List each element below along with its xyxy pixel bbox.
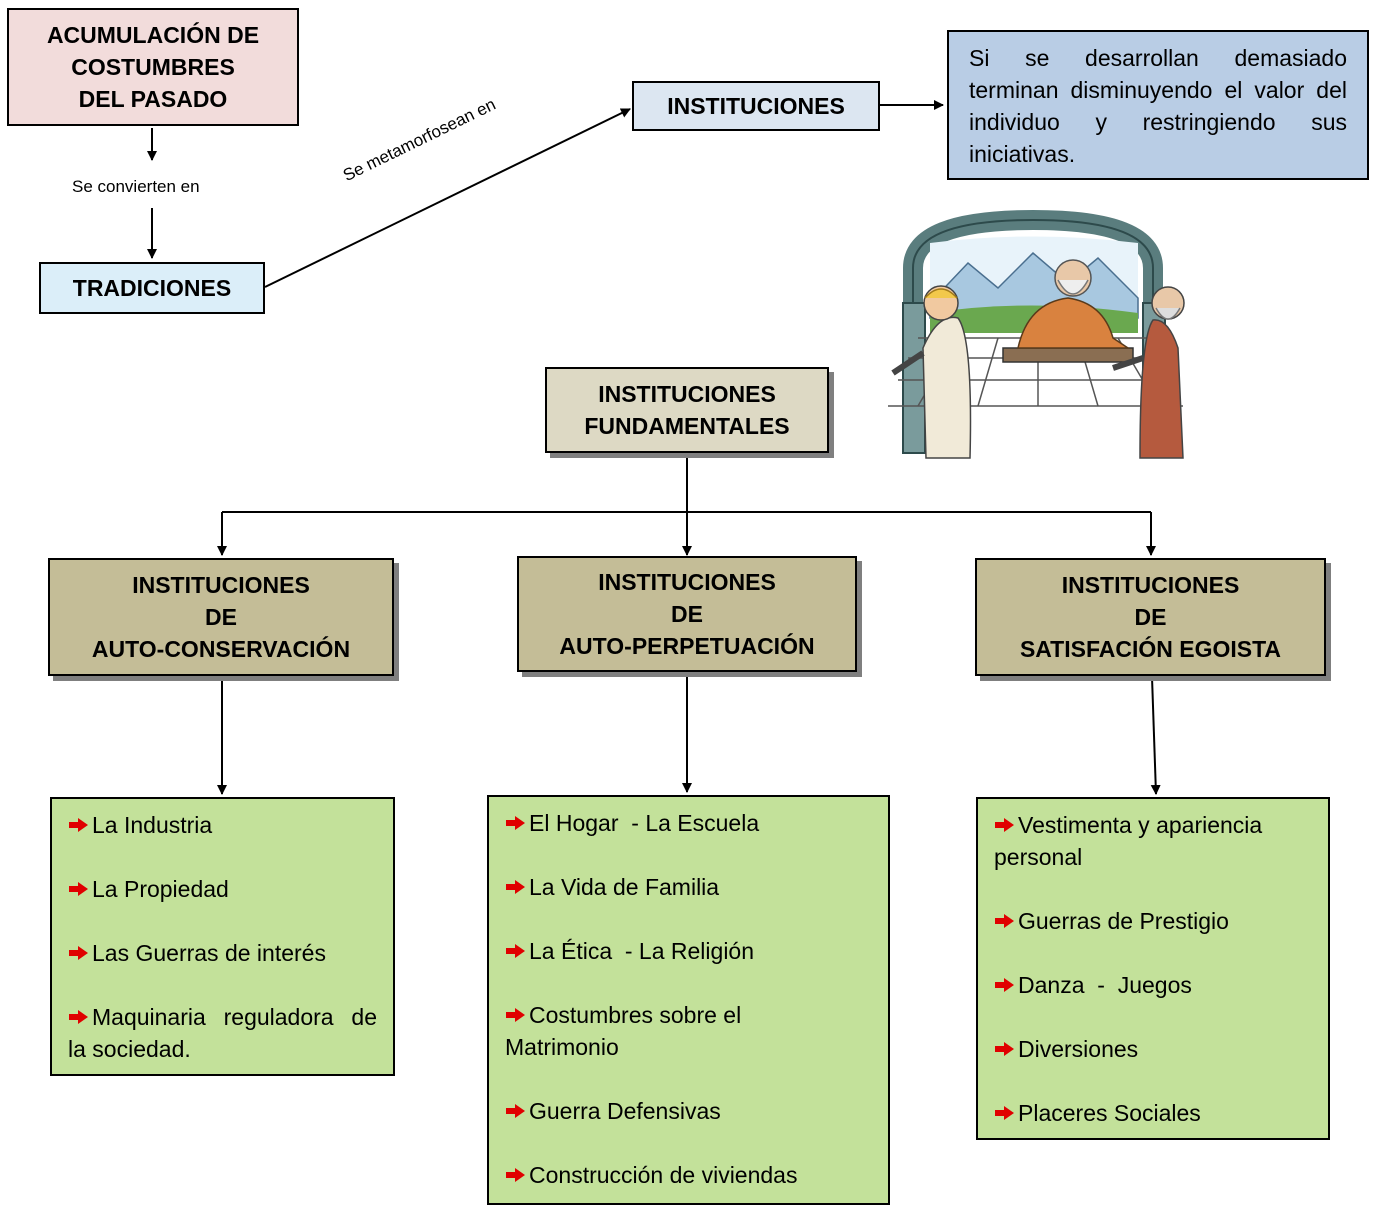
- list-item-text: Diversiones: [1018, 1036, 1139, 1062]
- arrow-bullet-icon: [506, 879, 525, 894]
- category-title-line: DE: [205, 604, 237, 630]
- category-title-line: AUTO-PERPETUACIÓN: [559, 633, 815, 659]
- arrow-bullet-icon: [995, 1105, 1014, 1120]
- category-title-line: DE: [1134, 604, 1167, 630]
- arrow-bullet-icon: [995, 977, 1014, 992]
- arrow-bullet-icon: [506, 1167, 525, 1182]
- tradiciones-box: TRADICIONES: [39, 262, 265, 314]
- list-item-text: Placeres Sociales: [1018, 1100, 1201, 1126]
- list-item: La Ética - La Religión: [505, 935, 872, 967]
- list-item: El Hogar - La Escuela: [505, 807, 872, 839]
- list-item-text: Las Guerras de interés: [92, 940, 326, 966]
- arrow-bullet-icon: [69, 881, 88, 896]
- list-item: Danza - Juegos: [994, 969, 1312, 1001]
- list-item: Vestimenta y apariencia personal: [994, 809, 1312, 873]
- list-item-text: Danza - Juegos: [1018, 972, 1192, 998]
- arrow-bullet-icon: [995, 1041, 1014, 1056]
- arrow-to-instituciones: [264, 108, 631, 288]
- acumulacion-line-3: DEL PASADO: [78, 86, 228, 112]
- category-satisfacion-egoista: INSTITUCIONES DE SATISFACIÓN EGOISTA: [975, 558, 1326, 676]
- list-item: Guerra Defensivas: [505, 1095, 872, 1127]
- category-title-line: INSTITUCIONES: [598, 569, 776, 595]
- category-title-line: INSTITUCIONES: [1061, 572, 1240, 598]
- list-auto-conservacion: La Industria La Propiedad Las Guerras de…: [50, 797, 395, 1076]
- list-auto-perpetuacion: El Hogar - La Escuela La Vida de Familia…: [487, 795, 890, 1205]
- instituciones-label: INSTITUCIONES: [667, 93, 845, 119]
- list-item-text: El Hogar - La Escuela: [529, 810, 760, 836]
- philosophers-illustration: [888, 209, 1185, 459]
- list-item: Guerras de Prestigio: [994, 905, 1312, 937]
- fundamentales-line-2: FUNDAMENTALES: [584, 413, 790, 439]
- list-satisfacion-egoista: Vestimenta y apariencia personal Guerras…: [976, 797, 1330, 1140]
- instituciones-box: INSTITUCIONES: [632, 81, 880, 131]
- arrow-bullet-icon: [506, 1007, 525, 1022]
- arrow-bullet-icon: [69, 817, 88, 832]
- list-item-text: Vestimenta y apariencia personal: [994, 812, 1263, 870]
- list-item-text: Guerra Defensivas: [529, 1098, 721, 1124]
- category-title-line: AUTO-CONSERVACIÓN: [91, 636, 351, 662]
- arrow-bullet-icon: [995, 817, 1014, 832]
- list-item-text: Construcción de viviendas: [529, 1162, 798, 1188]
- category-auto-perpetuacion: INSTITUCIONES DE AUTO-PERPETUACIÓN: [517, 556, 857, 672]
- list-item-text: La Propiedad: [92, 876, 229, 902]
- arrow-bullet-icon: [506, 1103, 525, 1118]
- list-item-text: La Industria: [92, 812, 213, 838]
- list-item: Construcción de viviendas: [505, 1159, 872, 1191]
- category-auto-conservacion: INSTITUCIONES DE AUTO-CONSERVACIÓN: [48, 558, 394, 676]
- list-item: Costumbres sobre el Matrimonio: [505, 999, 795, 1063]
- arrow-bullet-icon: [69, 1009, 88, 1024]
- category-title-line: INSTITUCIONES: [132, 572, 310, 598]
- tradiciones-label: TRADICIONES: [72, 275, 232, 301]
- arrow-bullet-icon: [506, 815, 525, 830]
- list-item: La Vida de Familia: [505, 871, 872, 903]
- acumulacion-line-2: COSTUMBRES: [71, 54, 235, 80]
- fundamentales-box: INSTITUCIONES FUNDAMENTALES: [545, 367, 829, 453]
- acumulacion-line-1: ACUMULACIÓN DE: [46, 22, 260, 48]
- list-item: La Industria: [68, 809, 377, 841]
- nota-box: Si se desarrollan demasiado terminan dis…: [947, 30, 1369, 180]
- list-item-text: La Vida de Familia: [529, 874, 720, 900]
- category-title-line: SATISFACIÓN EGOISTA: [1019, 636, 1282, 662]
- arrow-bullet-icon: [995, 913, 1014, 928]
- list-item-text: Maquinaria reguladora de la sociedad.: [68, 1004, 377, 1062]
- label-se-convierten: Se convierten en: [72, 177, 200, 196]
- fundamentales-line-1: INSTITUCIONES: [598, 381, 776, 407]
- list-item-text: Costumbres sobre el Matrimonio: [505, 1002, 742, 1060]
- acumulacion-box: ACUMULACIÓN DE COSTUMBRES DEL PASADO: [7, 8, 299, 126]
- arrow-list3: [1150, 676, 1161, 795]
- list-item-text: La Ética - La Religión: [529, 938, 755, 964]
- arrow-bullet-icon: [69, 945, 88, 960]
- list-item: Las Guerras de interés: [68, 937, 377, 969]
- category-title-line: DE: [671, 601, 703, 627]
- nota-text: Si se desarrollan demasiado terminan dis…: [969, 45, 1347, 167]
- list-item: Placeres Sociales: [994, 1097, 1312, 1129]
- list-item: La Propiedad: [68, 873, 377, 905]
- list-item: Maquinaria reguladora de la sociedad.: [68, 1001, 377, 1065]
- list-item-text: Guerras de Prestigio: [1018, 908, 1229, 934]
- arrow-bullet-icon: [506, 943, 525, 958]
- list-item: Diversiones: [994, 1033, 1312, 1065]
